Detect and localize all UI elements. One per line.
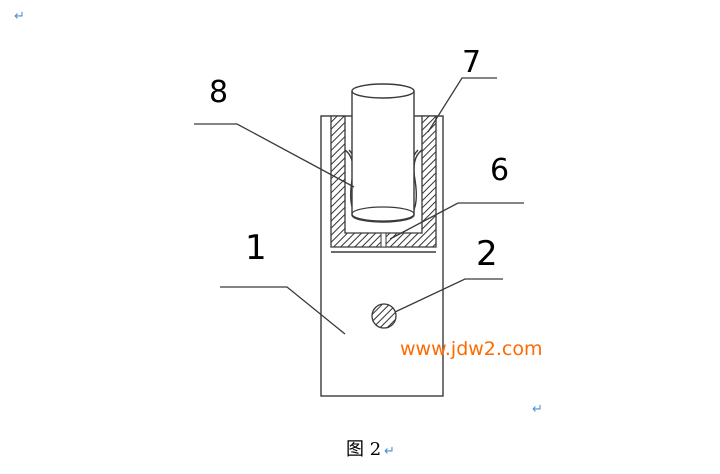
paragraph-mark-caption: ↵	[384, 444, 395, 459]
cylinder-body	[351, 91, 415, 223]
hatched-pin	[371, 303, 397, 329]
leader-7	[427, 77, 497, 133]
vent-slot	[380, 232, 387, 248]
paragraph-mark-top: ↵	[14, 9, 25, 24]
label-2: 2	[476, 234, 498, 274]
leader-6	[389, 202, 524, 240]
leader-8	[194, 123, 355, 188]
label-6: 6	[490, 153, 509, 188]
label-8: 8	[209, 75, 228, 110]
paragraph-mark-right: ↵	[532, 402, 543, 417]
leader-1	[220, 286, 346, 335]
figure-caption: 图 2	[346, 439, 381, 460]
cylinder-bottom	[351, 206, 415, 222]
watermark-text: www.jdw2.com	[400, 338, 543, 360]
leader-2	[394, 278, 503, 313]
label-7: 7	[462, 45, 481, 80]
label-1: 1	[245, 228, 267, 268]
hatched-cup	[330, 115, 437, 248]
cylinder-top	[351, 83, 415, 99]
